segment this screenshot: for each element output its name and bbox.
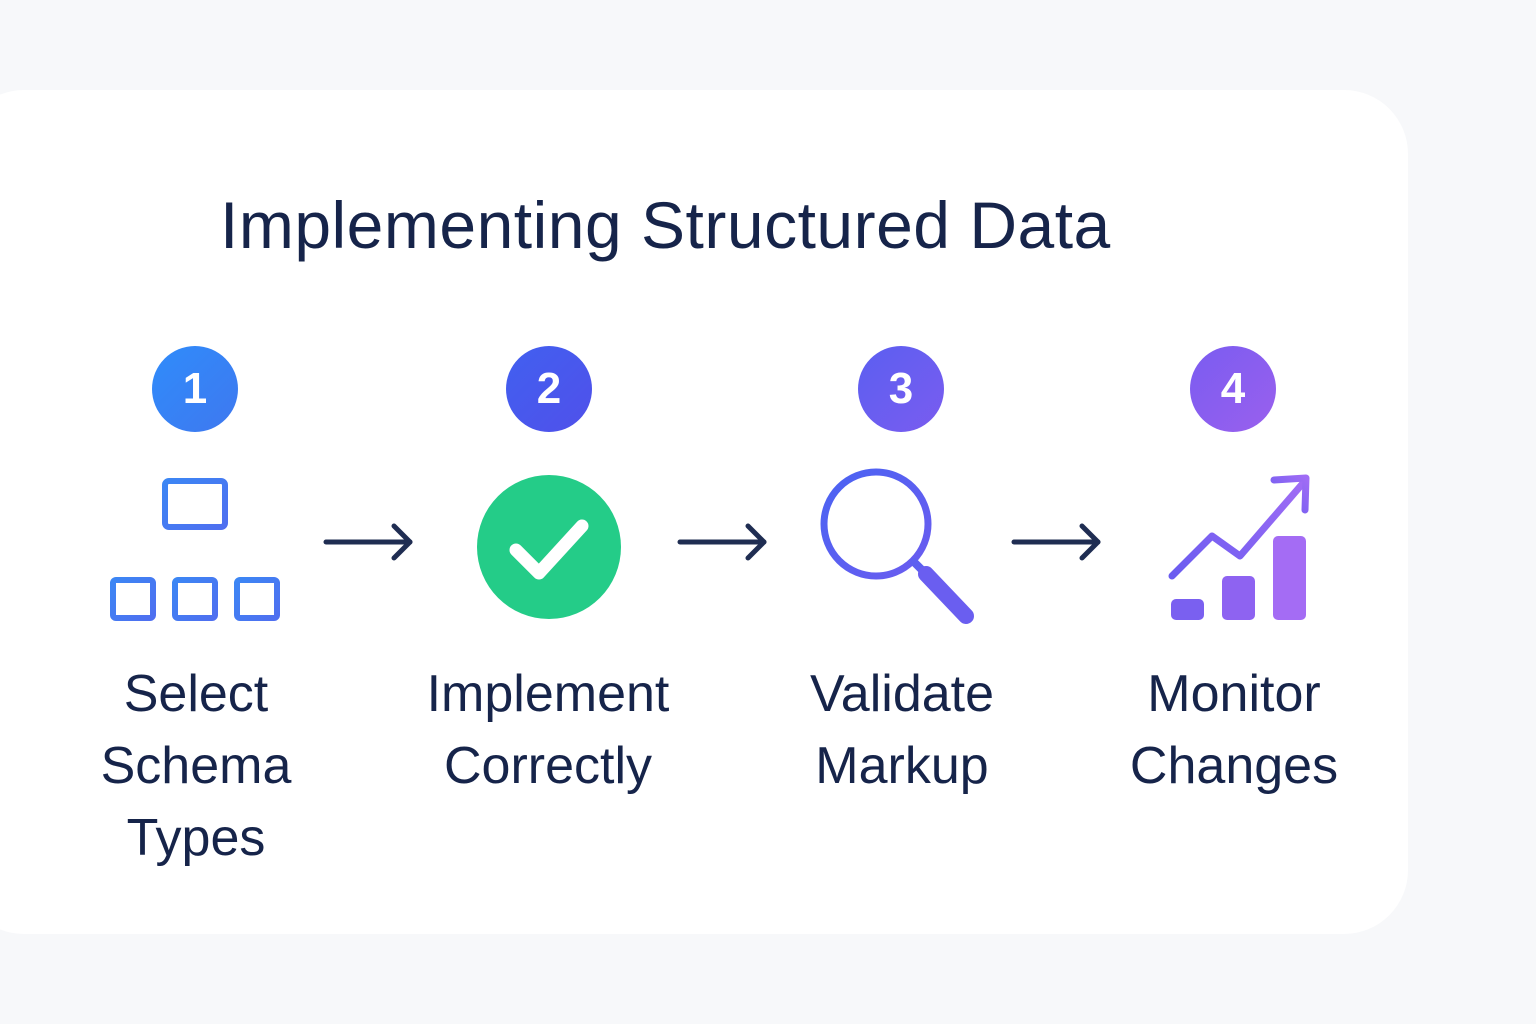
magnifier-icon <box>820 468 974 624</box>
diagram-title: Implementing Structured Data <box>220 188 1111 262</box>
step-3-label: Validate Markup <box>742 658 1062 802</box>
step-3-badge: 3 <box>858 346 944 432</box>
checkmark-icon <box>477 475 621 619</box>
arrow-right-icon <box>1011 523 1101 561</box>
step-4-label-line: Monitor <box>1147 665 1321 723</box>
step-3-label-line: Validate <box>809 665 995 723</box>
step-1-label-line: Select <box>123 665 269 723</box>
growth-chart-icon <box>1168 474 1310 620</box>
step-2-label-line: Correctly <box>443 737 653 795</box>
step-1-label: Select Schema Types <box>36 658 356 874</box>
arrow-right-icon <box>323 523 413 561</box>
diagram-card <box>0 90 1408 934</box>
arrow-right-icon <box>677 523 767 561</box>
hierarchy-icon <box>110 478 280 621</box>
step-2-label: Implement Correctly <box>388 658 708 802</box>
step-1-label-line: Types <box>126 809 266 867</box>
step-3-label-line: Markup <box>815 737 989 795</box>
step-4-label: Monitor Changes <box>1074 658 1394 802</box>
step-4-badge: 4 <box>1190 346 1276 432</box>
step-2-badge: 2 <box>506 346 592 432</box>
step-2-label-line: Implement <box>426 665 670 723</box>
step-1-badge: 1 <box>152 346 238 432</box>
step-1-label-line: Schema <box>100 737 292 795</box>
step-4-label-line: Changes <box>1129 737 1339 795</box>
